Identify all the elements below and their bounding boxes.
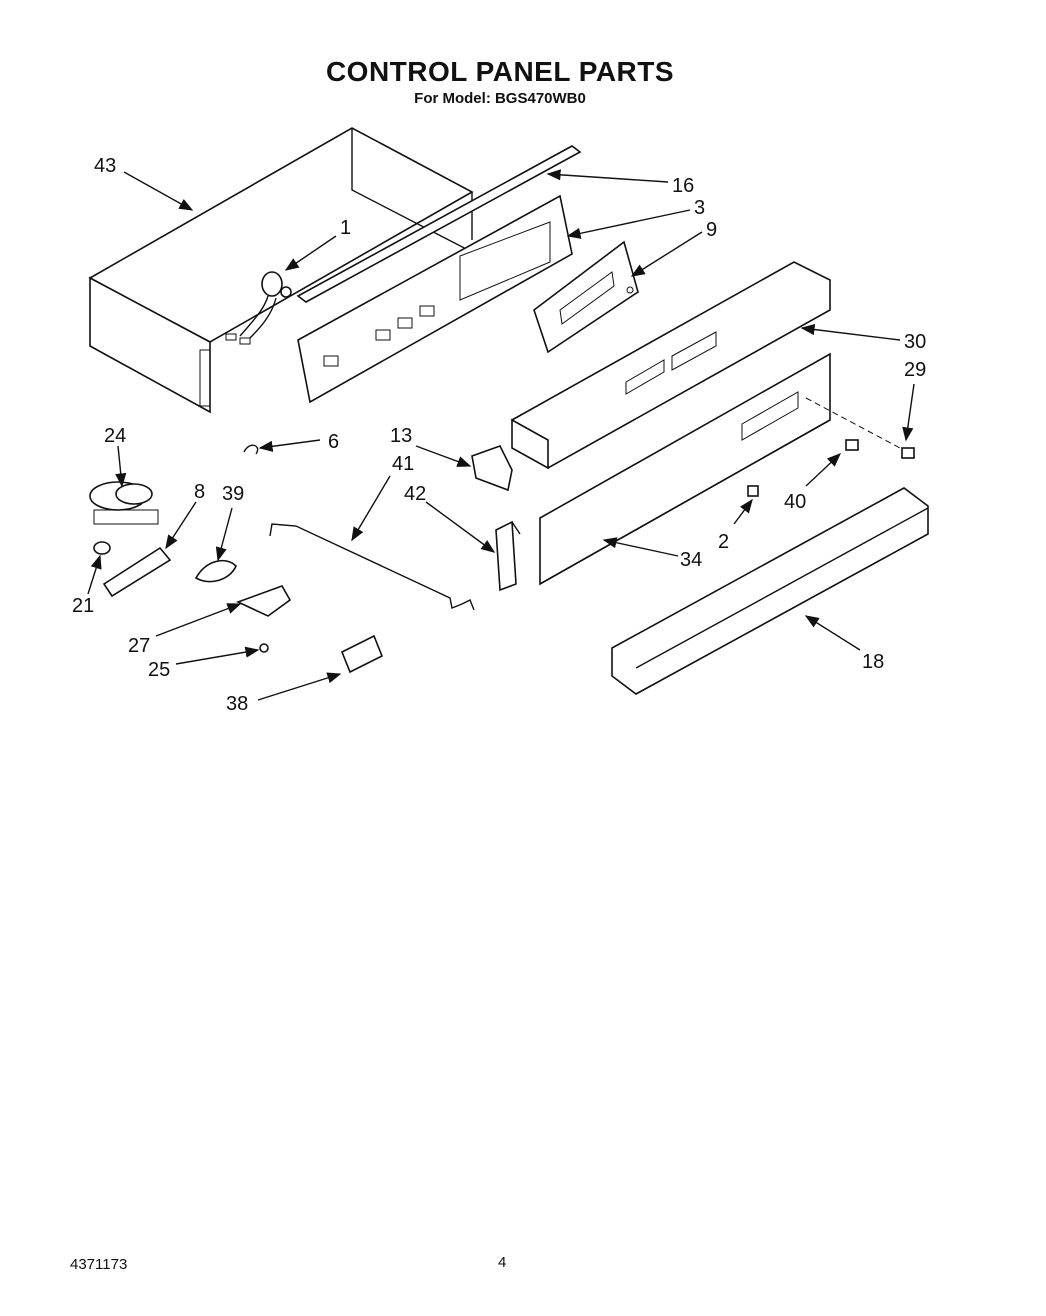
page-number: 4 xyxy=(498,1254,507,1271)
callout-13: 13 xyxy=(390,425,412,447)
part-25-screw xyxy=(259,643,269,653)
callout-2: 2 xyxy=(718,531,729,553)
part-24-assembly xyxy=(89,481,159,525)
callout-6: 6 xyxy=(328,431,339,453)
callout-21: 21 xyxy=(72,595,94,617)
callout-labels: 43 16 3 9 1 30 29 24 6 13 41 8 39 42 40 … xyxy=(72,155,926,715)
part-41-rod xyxy=(269,523,475,611)
part-27-plate xyxy=(235,585,292,617)
callout-18: 18 xyxy=(862,651,884,673)
part-6-clip xyxy=(243,444,259,455)
part-39-clip xyxy=(194,559,237,583)
part-40-knob xyxy=(845,439,859,451)
callout-25: 25 xyxy=(148,659,170,681)
callout-43: 43 xyxy=(94,155,116,177)
callout-38: 38 xyxy=(226,693,248,715)
page-title: CONTROL PANEL PARTS xyxy=(325,56,675,87)
document-number: 4371173 xyxy=(70,1256,128,1273)
part-13-lens xyxy=(471,445,513,492)
part-9-display-board xyxy=(533,240,639,354)
part-29-knob xyxy=(901,447,915,459)
callout-29: 29 xyxy=(904,359,926,381)
callout-27: 27 xyxy=(128,635,150,657)
callout-1: 1 xyxy=(340,217,351,239)
part-1-switch xyxy=(225,271,292,345)
callout-3: 3 xyxy=(694,197,705,219)
leader-lines xyxy=(87,169,915,701)
callout-34: 34 xyxy=(680,549,702,571)
callout-40: 40 xyxy=(784,491,806,513)
part-42-bracket xyxy=(495,520,521,592)
part-2-knob xyxy=(747,485,759,497)
callout-16: 16 xyxy=(672,175,694,197)
model-subtitle: For Model: BGS470WB0 xyxy=(414,90,586,107)
part-21-washer xyxy=(93,541,111,555)
part-8-bracket xyxy=(102,546,172,598)
callout-8: 8 xyxy=(194,481,205,503)
callout-9: 9 xyxy=(706,219,717,241)
part-16-trim-strip xyxy=(296,145,582,303)
part-43-housing xyxy=(88,127,474,414)
callout-24: 24 xyxy=(104,425,126,447)
part-34-panel-face xyxy=(539,352,831,586)
callout-41: 41 xyxy=(392,453,414,475)
callout-39: 39 xyxy=(222,483,244,505)
part-38-connector xyxy=(340,634,384,674)
callout-42: 42 xyxy=(404,483,426,505)
part-30-control-panel xyxy=(510,261,831,470)
callout-30: 30 xyxy=(904,331,926,353)
part-3-bracket xyxy=(297,194,573,404)
part-18-bottom-trim xyxy=(611,487,929,695)
